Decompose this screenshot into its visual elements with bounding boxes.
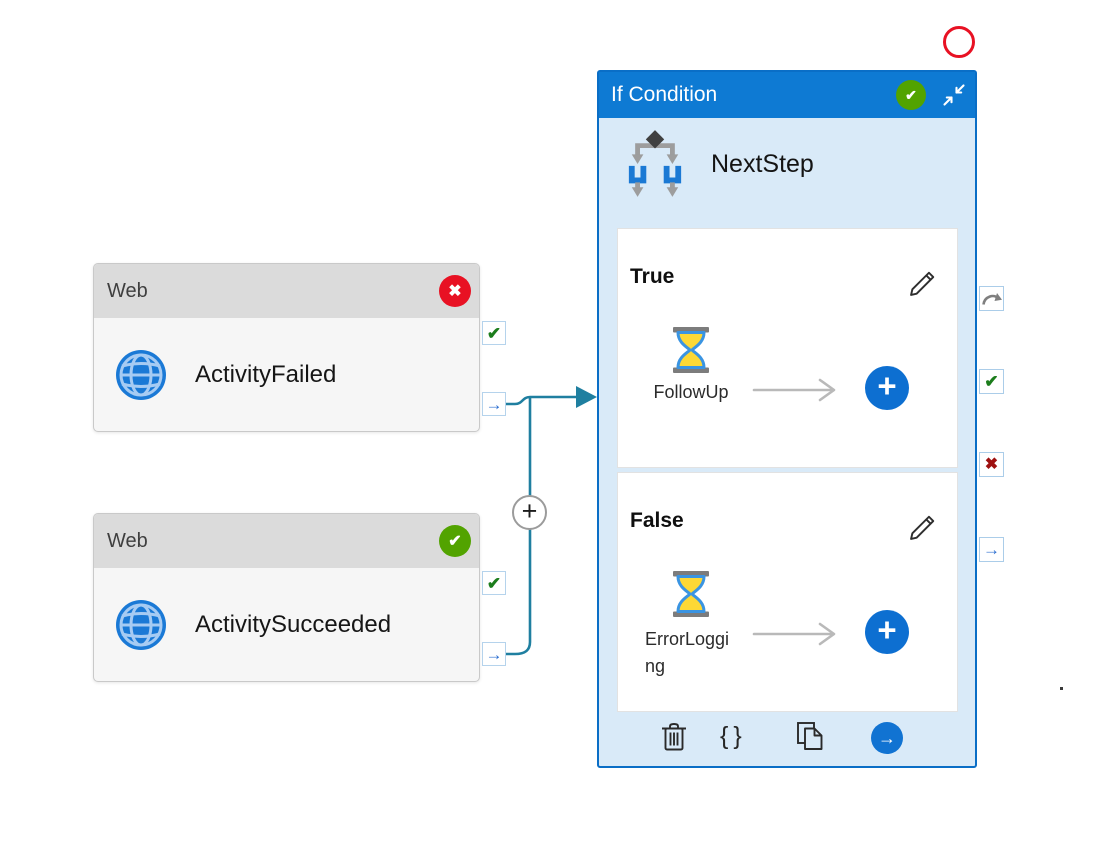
web-activity-icon <box>116 349 166 400</box>
wait-activity-followup[interactable] <box>668 326 714 379</box>
arrow-right-icon: → <box>485 394 503 414</box>
arrow-right-icon: → <box>983 540 1000 559</box>
arrow-right-icon: → <box>485 644 503 664</box>
pencil-icon <box>910 515 935 540</box>
red-circle-annotation <box>943 26 975 58</box>
check-icon: ✔ <box>486 323 502 343</box>
trash-icon <box>662 723 686 751</box>
delete-button[interactable] <box>661 722 687 756</box>
wait-hourglass-icon <box>673 327 709 373</box>
add-true-activity-button[interactable]: + <box>865 366 909 410</box>
activity-type-label: Web <box>107 280 148 302</box>
check-glyph: ✔ <box>448 533 462 550</box>
check-icon: ✔ <box>984 372 999 391</box>
true-branch-label: True <box>630 265 675 288</box>
port-completion-activitysucceeded[interactable]: → <box>482 642 506 666</box>
wait-activity-name: ErrorLogging <box>645 629 730 676</box>
activity-node-header: Web ✖ <box>94 264 479 318</box>
status-succeeded-icon: ✔ <box>439 525 471 557</box>
plus-icon: + <box>877 611 897 648</box>
edit-true-branch-button[interactable] <box>907 269 937 299</box>
add-activity-on-connector-button[interactable]: + <box>512 495 547 530</box>
activity-node-activityfailed[interactable]: Web ✖ ActivityFailed <box>93 263 480 432</box>
status-failed-icon: ✖ <box>439 275 471 307</box>
true-branch-panel: True FollowUp <box>617 228 958 468</box>
arrow-right-icon: → <box>878 727 896 748</box>
stray-dot <box>1060 687 1063 690</box>
plus-icon: + <box>521 495 538 526</box>
pencil-icon <box>910 271 935 296</box>
false-branch-panel: False ErrorLogging <box>617 472 958 712</box>
connector-arrowhead <box>576 386 597 408</box>
wait-activity-name: FollowUp <box>653 382 729 402</box>
if-condition-name: NextStep <box>711 149 814 178</box>
activity-node-activitysucceeded[interactable]: Web ✔ ActivitySucceeded <box>93 513 480 682</box>
if-condition-type-label: If Condition <box>611 83 718 106</box>
status-succeeded-icon: ✔ <box>896 80 926 110</box>
wait-activity-errorlogging[interactable] <box>668 570 714 623</box>
if-condition-icon <box>628 130 682 197</box>
collapse-button[interactable] <box>942 83 966 107</box>
collapse-icon <box>943 84 965 106</box>
false-branch-label: False <box>630 509 684 532</box>
activity-type-label: Web <box>107 530 148 552</box>
flow-arrow-icon <box>752 622 836 646</box>
cross-glyph: ✖ <box>448 283 462 300</box>
activity-node-body: ActivityFailed <box>94 318 479 431</box>
port-skipped-ifcondition[interactable] <box>979 286 1004 311</box>
check-icon: ✔ <box>486 573 502 593</box>
port-success-ifcondition[interactable]: ✔ <box>979 369 1004 394</box>
add-false-activity-button[interactable]: + <box>865 610 909 654</box>
if-condition-node[interactable]: If Condition ✔ <box>597 70 977 768</box>
activity-node-body: ActivitySucceeded <box>94 568 479 681</box>
view-code-button[interactable]: {} <box>720 722 747 752</box>
plus-icon: + <box>877 367 897 404</box>
port-completion-ifcondition[interactable]: → <box>979 537 1004 562</box>
activity-node-header: Web ✔ <box>94 514 479 568</box>
if-condition-title-row: NextStep <box>625 124 814 204</box>
skip-curved-arrow-icon <box>981 292 1002 305</box>
braces-icon: {} <box>720 722 747 750</box>
check-glyph: ✔ <box>905 86 917 103</box>
port-success-activityfailed[interactable]: ✔ <box>482 321 506 345</box>
activity-name: ActivitySucceeded <box>195 610 392 638</box>
if-condition-header: If Condition ✔ <box>599 72 975 118</box>
edit-false-branch-button[interactable] <box>907 513 937 543</box>
activity-name: ActivityFailed <box>195 360 337 388</box>
port-completion-activityfailed[interactable]: → <box>482 392 506 416</box>
port-failure-ifcondition[interactable]: ✖ <box>979 452 1004 477</box>
navigate-button[interactable]: → <box>871 722 903 754</box>
web-activity-icon <box>116 599 166 650</box>
clone-button[interactable] <box>796 721 824 756</box>
wait-hourglass-icon <box>673 571 709 617</box>
flow-arrow-icon <box>752 378 836 402</box>
cross-icon: ✖ <box>984 455 999 473</box>
copy-icon <box>797 722 823 750</box>
port-success-activitysucceeded[interactable]: ✔ <box>482 571 506 595</box>
